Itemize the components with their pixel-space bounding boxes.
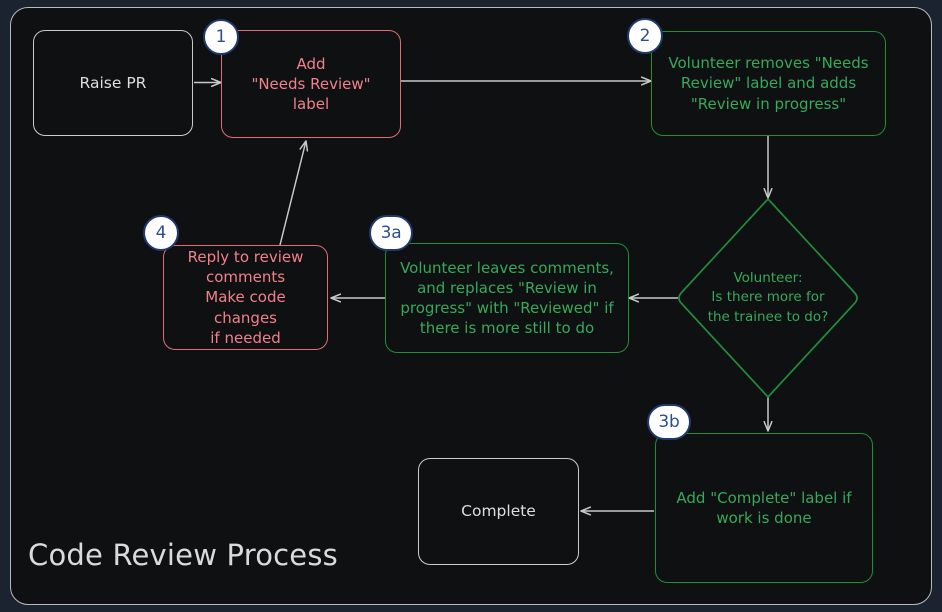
badge-step-3b-text: 3b <box>658 412 680 432</box>
node-step-3b[interactable]: Add "Complete" label if work is done <box>655 433 873 583</box>
badge-step-2-text: 2 <box>639 26 651 46</box>
node-step-3a[interactable]: Volunteer leaves comments, and replaces … <box>385 243 629 353</box>
node-step-1-label: Add "Needs Review" label <box>251 54 371 114</box>
node-decision[interactable]: Volunteer: Is there more for the trainee… <box>686 260 850 336</box>
node-step-3a-label: Volunteer leaves comments, and replaces … <box>400 258 614 338</box>
badge-step-3a-text: 3a <box>380 223 402 243</box>
badge-step-1[interactable]: 1 <box>203 19 239 55</box>
badge-step-2[interactable]: 2 <box>627 18 663 54</box>
node-raise-pr-label: Raise PR <box>79 73 147 92</box>
node-step-2-label: Volunteer removes "Needs Review" label a… <box>668 54 869 113</box>
node-raise-pr[interactable]: Raise PR <box>33 30 193 136</box>
node-step-4[interactable]: Reply to review comments Make code chang… <box>163 245 328 350</box>
badge-step-4[interactable]: 4 <box>143 215 179 251</box>
badge-step-4-text: 4 <box>155 223 167 243</box>
diagram-title: Code Review Process <box>28 538 338 572</box>
node-decision-label: Volunteer: Is there more for the trainee… <box>707 270 829 325</box>
badge-step-3a[interactable]: 3a <box>369 215 413 251</box>
badge-step-3b[interactable]: 3b <box>647 404 691 440</box>
node-complete-label: Complete <box>461 502 536 521</box>
node-step-3b-label: Add "Complete" label if work is done <box>676 488 852 527</box>
node-step-1[interactable]: Add "Needs Review" label <box>221 30 401 138</box>
badge-step-1-text: 1 <box>215 27 227 47</box>
node-step-2[interactable]: Volunteer removes "Needs Review" label a… <box>651 31 886 136</box>
node-step-4-label: Reply to review comments Make code chang… <box>187 248 304 347</box>
node-complete[interactable]: Complete <box>418 458 579 565</box>
